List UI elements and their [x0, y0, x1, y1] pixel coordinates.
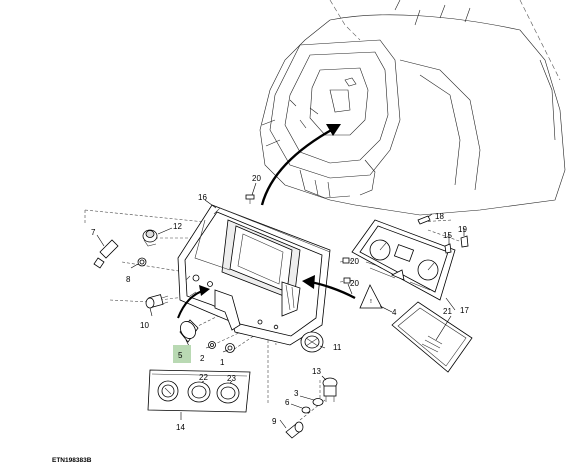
callout-4: 4 — [392, 308, 397, 317]
callout-16: 16 — [198, 193, 207, 202]
callout-20b: 20 — [350, 257, 359, 266]
callout-12: 12 — [173, 222, 182, 231]
screw-icon — [460, 235, 469, 248]
callout-15: 15 — [443, 231, 452, 240]
callout-labels: 1 2 3 4 5 6 7 8 9 10 11 12 13 14 15 16 1… — [91, 174, 469, 432]
callout-6: 6 — [285, 398, 290, 407]
knob-icon — [216, 382, 240, 404]
callout-3: 3 — [294, 389, 299, 398]
washer-icon — [208, 341, 216, 349]
callout-11: 11 — [333, 343, 342, 352]
highlight-box — [173, 345, 191, 363]
knob-icon — [187, 381, 211, 403]
nut-icon — [225, 343, 235, 353]
callout-10: 10 — [140, 321, 149, 330]
washer-icon — [312, 398, 324, 406]
callout-13: 13 — [312, 367, 321, 376]
callout-20c: 20 — [350, 279, 359, 288]
arrow-icon — [260, 124, 341, 206]
callout-19: 19 — [458, 225, 467, 234]
knob-icon — [285, 421, 304, 439]
callout-18: 18 — [435, 212, 444, 221]
arrow-icon — [302, 275, 356, 300]
callout-20a: 20 — [252, 174, 261, 183]
callout-21: 21 — [443, 307, 452, 316]
decal-plate-icon — [391, 301, 473, 373]
instrument-cluster-housing-icon — [177, 204, 331, 346]
callout-22: 22 — [199, 373, 208, 382]
nut-icon — [301, 406, 311, 414]
switch-plate-icon — [147, 369, 251, 413]
nut-icon — [137, 257, 147, 267]
rotary-switch-icon — [179, 319, 199, 343]
callout-8: 8 — [126, 275, 131, 284]
screw-icon — [417, 215, 431, 225]
callout-1: 1 — [220, 358, 225, 367]
bulb-icon — [145, 294, 169, 309]
arrow-icon — [177, 285, 210, 319]
screw-icon — [343, 277, 351, 284]
gauge-panel-icon — [351, 219, 456, 301]
cab-outline-icon — [259, 0, 566, 216]
svg-text:!: ! — [370, 299, 372, 305]
switch-icon — [93, 239, 119, 269]
callout-23: 23 — [227, 374, 236, 383]
knob-icon — [142, 229, 158, 247]
figure-reference-id: ETN198383B — [52, 457, 92, 464]
callout-5: 5 — [178, 351, 183, 360]
callout-7: 7 — [91, 228, 96, 237]
screw-icon — [444, 243, 452, 254]
callout-2: 2 — [200, 354, 205, 363]
round-switch-icon — [300, 331, 324, 353]
warning-decal-icon: ! — [359, 284, 383, 309]
callout-14: 14 — [176, 423, 185, 432]
callout-9: 9 — [272, 417, 277, 426]
switch-icon — [322, 377, 338, 402]
screw-icon — [245, 194, 255, 204]
callout-17: 17 — [460, 306, 469, 315]
screw-icon — [342, 257, 350, 264]
rotary-knob-icon — [157, 380, 179, 402]
leader-lines — [96, 182, 465, 429]
